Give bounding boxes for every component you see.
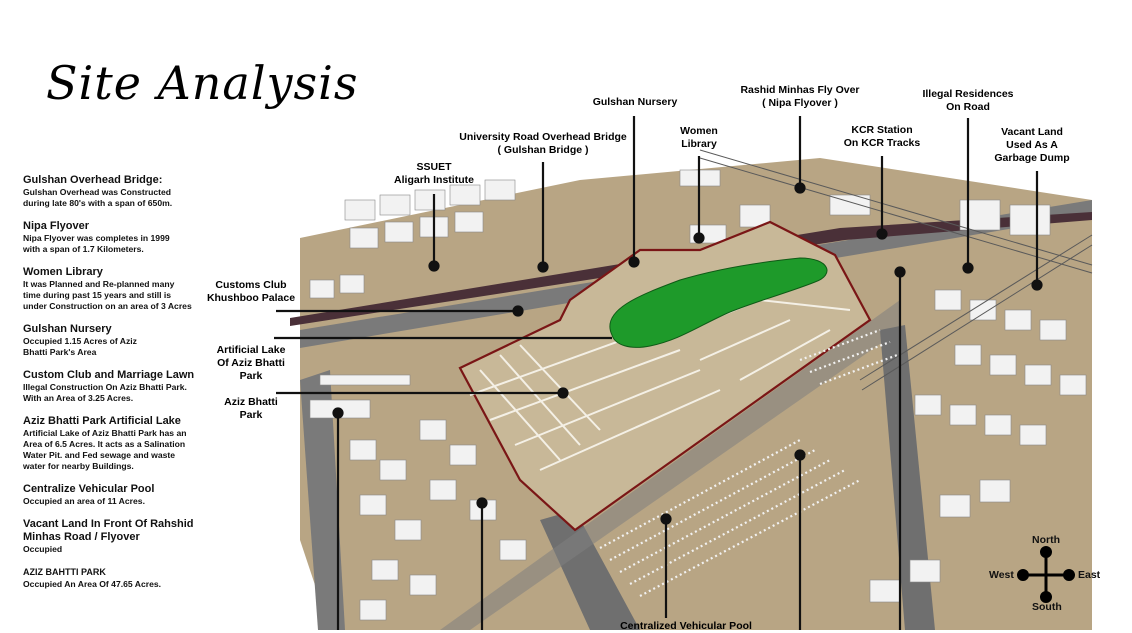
note-heading: Vacant Land In Front Of Rahshid Minhas R…	[23, 518, 194, 543]
leader-dot-ssuet	[428, 260, 440, 272]
road-south-main	[540, 510, 640, 630]
label-aziz-bhatti: Aziz Bhatti Park	[224, 396, 278, 421]
note-detail: Occupied 1.15 Acres of Aziz Bhatti Park'…	[23, 336, 137, 357]
note-gulshan-bridge: Gulshan Overhead Bridge: Gulshan Overhea…	[23, 174, 223, 209]
note-nipa-flyover: Nipa Flyover Nipa Flyover was completes …	[23, 220, 223, 255]
note-vacant-land: Vacant Land In Front Of Rahshid Minhas R…	[23, 518, 223, 555]
artificial-lake	[609, 257, 828, 348]
note-detail: Occupied	[23, 544, 63, 554]
label-gulshan-nursery: Gulshan Nursery	[592, 96, 678, 108]
compass-north: North	[1032, 534, 1060, 546]
label-vacant-land: Vacant Land Used As A Garbage Dump	[994, 126, 1070, 164]
label-artificial-lake: Artificial Lake Of Aziz Bhatti Park	[216, 344, 286, 382]
label-illegal-residences: Illegal Residences On Road	[922, 88, 1014, 113]
leader-dot-track-area	[794, 449, 806, 461]
leader-lines	[274, 116, 1043, 630]
road-west	[300, 370, 345, 630]
label-customs-club: Customs Club Khushboo Palace	[206, 279, 296, 304]
label-women-library: Women Library	[680, 125, 718, 150]
note-heading: Gulshan Overhead Bridge:	[23, 174, 163, 186]
kcr-tracks	[699, 149, 1093, 391]
leader-dot-university-bridge	[537, 261, 549, 273]
leader-dot-vehicular-pool	[660, 513, 672, 525]
note-detail: It was Planned and Re-planned many time …	[23, 279, 192, 311]
compass-west: West	[989, 569, 1014, 581]
leader-dot-gulshan-nursery	[628, 256, 640, 268]
note-heading: Gulshan Nursery	[23, 323, 112, 335]
label-university-bridge: University Road Overhead Bridge ( Gulsha…	[459, 131, 627, 156]
road-diagonal	[440, 300, 900, 630]
note-women-library: Women Library It was Planned and Re-plan…	[23, 266, 223, 312]
note-heading: Women Library	[23, 266, 103, 278]
page-title: Site Analysis	[46, 56, 359, 110]
leader-dot-south-road	[476, 497, 488, 509]
compass-south: South	[1032, 601, 1062, 613]
leader-dot-rashid-minhas	[794, 182, 806, 194]
compass-east: East	[1078, 569, 1101, 581]
note-aziz-bhatti-park: AZIZ BAHTTI PARK Occupied An Area Of 47.…	[23, 566, 223, 590]
note-detail: Gulshan Overhead was Constructed during …	[23, 187, 173, 208]
label-vehicular-pool: Centralized Vehicular Pool	[620, 620, 752, 632]
note-artificial-lake: Aziz Bhatti Park Artificial Lake Artific…	[23, 415, 223, 472]
label-ssuet: SSUET Aligarh Institute	[394, 161, 474, 186]
note-heading: Aziz Bhatti Park Artificial Lake	[23, 415, 181, 427]
leader-dot-customs-club	[512, 305, 524, 317]
buildings-east	[679, 169, 1087, 603]
note-vehicular-pool: Centralize Vehicular Pool Occupied an ar…	[23, 483, 223, 507]
note-heading: AZIZ BAHTTI PARK	[23, 567, 106, 577]
leader-dot-west-road	[332, 407, 344, 419]
note-detail: Occupied an area of 11 Acres.	[23, 496, 145, 506]
leader-dot-illegal-residences	[962, 262, 974, 274]
note-heading: Centralize Vehicular Pool	[23, 483, 155, 495]
note-heading: Nipa Flyover	[23, 220, 90, 232]
leader-dot-aziz-bhatti	[557, 387, 569, 399]
note-heading: Custom Club and Marriage Lawn	[23, 369, 195, 381]
buildings-west	[309, 179, 527, 621]
compass-rose	[1017, 546, 1075, 603]
note-detail: Artificial Lake of Aziz Bhatti Park has …	[23, 428, 187, 471]
road-east	[880, 325, 935, 630]
label-rashid-minhas: Rashid Minhas Fly Over ( Nipa Flyover )	[740, 84, 860, 109]
note-gulshan-nursery: Gulshan Nursery Occupied 1.15 Acres of A…	[23, 323, 223, 358]
leader-dot-kcr-station	[876, 228, 888, 240]
note-detail: Illegal Construction On Aziz Bhatti Park…	[23, 382, 187, 403]
note-custom-club: Custom Club and Marriage Lawn Illegal Co…	[23, 369, 223, 404]
leader-dot-east-road	[894, 266, 906, 278]
note-detail: Occupied An Area Of 47.65 Acres.	[23, 579, 162, 589]
note-detail: Nipa Flyover was completes in 1999 with …	[23, 233, 170, 254]
leader-dot-women-library	[693, 232, 705, 244]
notes-panel: Gulshan Overhead Bridge: Gulshan Overhea…	[23, 174, 223, 601]
label-kcr-station: KCR Station On KCR Tracks	[843, 124, 921, 149]
leader-dot-vacant-land	[1031, 279, 1043, 291]
